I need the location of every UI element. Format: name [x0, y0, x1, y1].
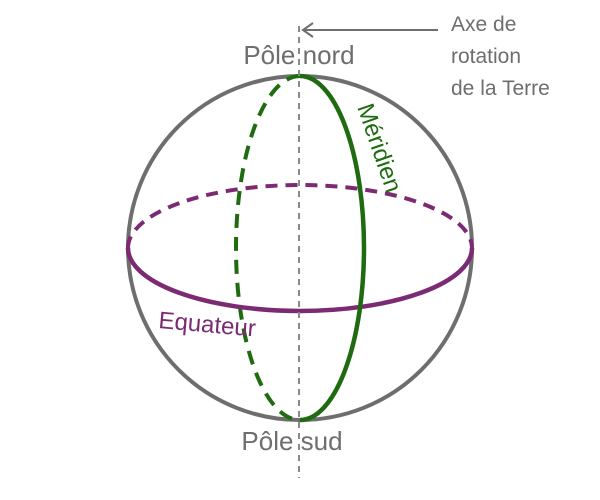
meridian-front-solid — [299, 73, 367, 423]
north-pole-label: Pôle nord — [243, 40, 354, 70]
axis-caption-line-2: rotation — [451, 45, 521, 68]
equator-front-solid — [125, 247, 475, 314]
axis-caption-line-3: de la Terre — [451, 77, 550, 100]
axis-pointer-arrow-head — [301, 22, 314, 38]
axis-caption-line-1: Axe de — [451, 13, 516, 36]
south-pole-label: Pôle sud — [241, 426, 342, 456]
meridian-back-dashed — [234, 74, 301, 422]
